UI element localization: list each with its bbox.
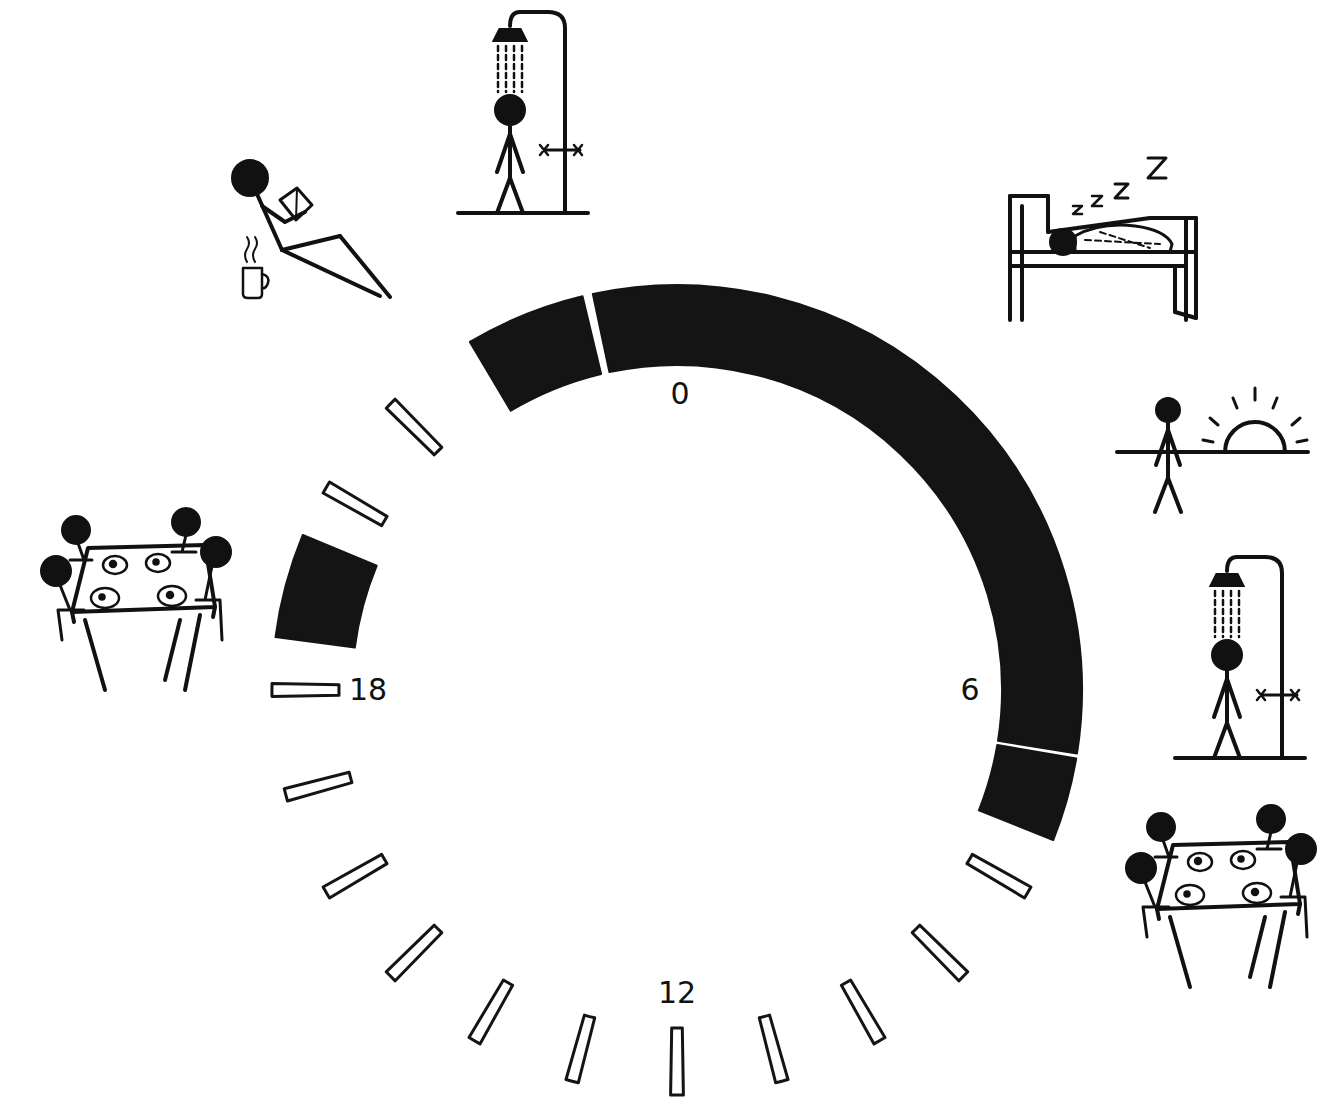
hour-tick [566, 1015, 595, 1083]
shower-icon [458, 12, 588, 213]
activity-block [979, 745, 1076, 840]
clock-dial [272, 285, 1082, 1095]
hour-tick [323, 854, 387, 898]
hour-tick [469, 980, 513, 1044]
hour-tick [912, 925, 968, 981]
shower-icon [1175, 557, 1305, 758]
hour-tick [284, 772, 352, 801]
reading-icon [233, 161, 390, 298]
activity-block [470, 296, 601, 411]
sunrise-icon [1117, 388, 1308, 512]
hour-tick [841, 980, 885, 1044]
hour-tick [671, 1028, 684, 1095]
hour-label: 12 [654, 976, 700, 1010]
activity-block [276, 535, 377, 648]
hour-tick [759, 1015, 788, 1083]
activity-block [593, 285, 1082, 753]
hour-label: 18 [345, 673, 391, 707]
hour-tick [272, 684, 339, 697]
hour-tick [967, 854, 1031, 898]
sleep-icon [1010, 158, 1196, 320]
hour-label: 0 [666, 377, 693, 411]
dinner-icon [42, 509, 230, 690]
hour-label: 6 [956, 673, 983, 707]
dinner-icon [1127, 806, 1315, 987]
hour-tick [386, 925, 442, 981]
hour-tick [386, 399, 442, 455]
hour-tick [323, 482, 387, 526]
